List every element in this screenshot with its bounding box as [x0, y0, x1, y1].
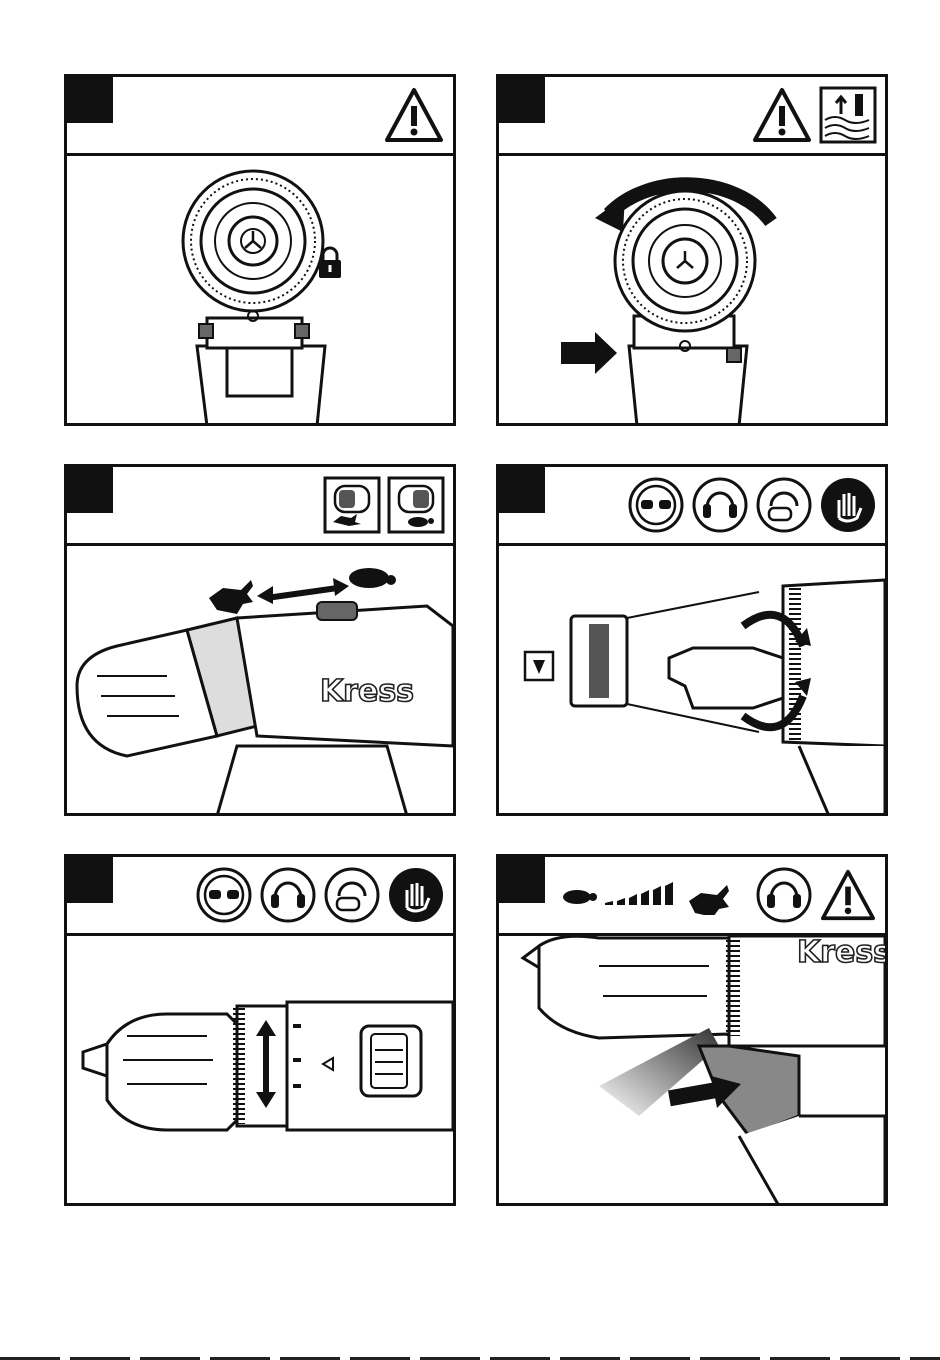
- push-arrow-icon: [561, 332, 617, 374]
- dust-mask-icon: [755, 476, 813, 534]
- ear-protection-icon: [691, 476, 749, 534]
- figure-number-box: [499, 77, 545, 123]
- chuck-front-view-illustration: [67, 156, 453, 423]
- work-light-beam: [599, 1028, 719, 1116]
- torque-setting-illustration: [499, 546, 885, 813]
- ear-protection-icon: [755, 866, 813, 924]
- gloves-icon: [819, 476, 877, 534]
- panel-header: [499, 857, 885, 936]
- depth-gauge-icon: [819, 86, 877, 144]
- dust-mask-icon: [323, 866, 381, 924]
- figure-panel-4: [496, 464, 888, 816]
- turtle-icon: [349, 568, 396, 588]
- figure-panel-1: [64, 74, 456, 426]
- ear-protection-icon: [259, 866, 317, 924]
- brand-logo: Kress: [320, 674, 414, 709]
- figure-panel-3: Kress: [64, 464, 456, 816]
- panel-illustration: [67, 156, 453, 423]
- lock-icon: [319, 248, 341, 278]
- panel-icons: [323, 473, 445, 537]
- panel-icons: [383, 83, 445, 147]
- high-speed-setting-icon: [323, 476, 381, 534]
- panel-illustration: Kress: [67, 546, 453, 813]
- panel-header: [67, 857, 453, 936]
- panel-illustration: [499, 546, 885, 813]
- figure-number-box: [67, 77, 113, 123]
- rabbit-icon: [209, 580, 253, 614]
- figure-number-box: [499, 467, 545, 513]
- panel-illustration: Kress: [499, 936, 885, 1203]
- panel-icons: [195, 863, 445, 927]
- warning-icon: [751, 86, 813, 144]
- panel-icons: [559, 863, 877, 927]
- gloves-icon: [387, 866, 445, 924]
- figure-panel-2: [496, 74, 888, 426]
- panel-header: [499, 467, 885, 546]
- speed-selector-illustration: Kress: [67, 546, 453, 813]
- figure-panel-6: Kress: [496, 854, 888, 1206]
- figure-number-box: [499, 857, 545, 903]
- brand-logo: Kress: [797, 936, 885, 970]
- variable-speed-icon: [559, 875, 749, 915]
- low-speed-setting-icon: [387, 476, 445, 534]
- panel-icons: [751, 83, 877, 147]
- eye-protection-icon: [627, 476, 685, 534]
- warning-icon: [383, 86, 445, 144]
- figure-number-box: [67, 467, 113, 513]
- panel-header: [499, 77, 885, 156]
- double-arrow-icon: [257, 578, 349, 604]
- chuck-rotation-illustration: [499, 156, 885, 423]
- figure-panel-5: [64, 854, 456, 1206]
- eye-protection-icon: [195, 866, 253, 924]
- trigger-operation-illustration: Kress: [499, 936, 885, 1203]
- panel-icons: [627, 473, 877, 537]
- panel-header: [67, 77, 453, 156]
- screw-icon: [525, 652, 553, 680]
- panel-illustration: [67, 936, 453, 1203]
- warning-icon: [819, 868, 877, 922]
- panel-illustration: [499, 156, 885, 423]
- figure-number-box: [67, 857, 113, 903]
- drill-mode-selector-illustration: [67, 936, 453, 1203]
- panel-header: [67, 467, 453, 546]
